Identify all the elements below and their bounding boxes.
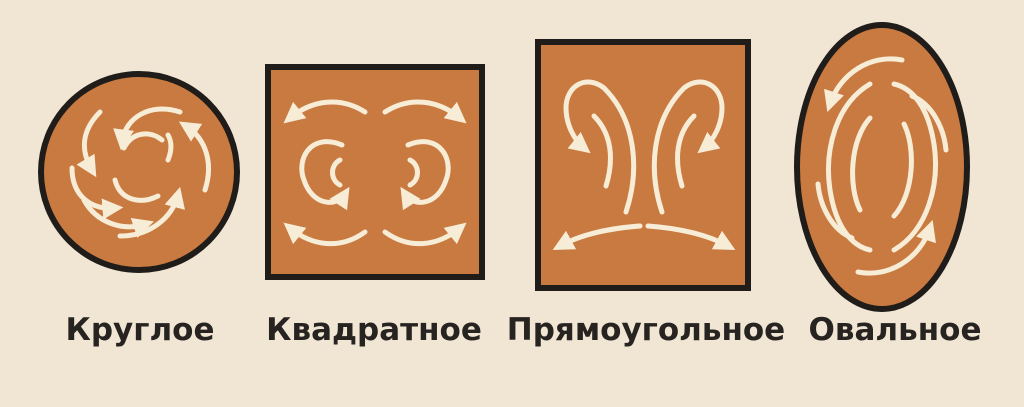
label-rectangular: Прямоугольное [506, 312, 786, 348]
swirl-arrow [121, 131, 165, 151]
swirl-arrow [117, 186, 185, 239]
flow-arrow [330, 157, 343, 188]
swirl-arrow [76, 109, 103, 178]
round-shape-group [38, 71, 240, 273]
flow-arrow [400, 139, 451, 211]
flow-arrow [283, 222, 368, 247]
flow-arrow [382, 99, 467, 124]
flow-arrow [552, 223, 643, 251]
swirl-arrow [824, 56, 905, 112]
swirl-arrow [178, 121, 211, 193]
swirl-arrow [909, 93, 949, 153]
flow-arrow [382, 222, 467, 247]
square-flow-arrows [283, 99, 467, 247]
label-oval: Овальное [808, 312, 982, 348]
swirl-arrow [81, 197, 154, 238]
flow-arrow [651, 79, 725, 215]
label-round: Круглое [65, 312, 215, 348]
flow-arrow [675, 113, 697, 189]
flow-arrow [299, 139, 350, 211]
swirl-arrow [891, 121, 914, 219]
swirl-arrow [815, 181, 855, 241]
flow-arrow [645, 223, 736, 251]
square-shape-group [265, 64, 485, 280]
swirl-arrow [113, 106, 183, 151]
rectangle-shape [535, 39, 751, 291]
label-square: Квадратное [266, 312, 482, 348]
flow-arrow [407, 157, 420, 188]
swirl-arrow [855, 220, 936, 276]
round-swirl-arrows [69, 106, 211, 239]
swirl-arrow [112, 177, 161, 203]
oval-shape-group [794, 22, 970, 312]
flow-arrow [563, 79, 637, 215]
rectangle-flow-arrows [552, 79, 736, 251]
oval-swirl-arrows [815, 56, 949, 276]
swirl-arrow [165, 132, 174, 163]
rectangle-shape-group [535, 39, 751, 291]
oval-shape [794, 22, 970, 312]
swirl-arrow [850, 115, 873, 213]
flow-arrow [283, 99, 368, 124]
flow-arrow [591, 113, 613, 189]
